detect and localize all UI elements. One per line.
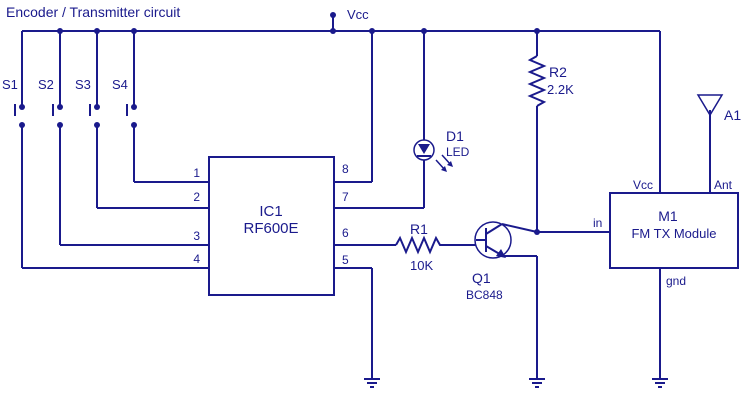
r2-value: 2.2K xyxy=(547,82,574,97)
module-m1-body xyxy=(609,192,739,269)
ic1-part: RF600E xyxy=(243,220,298,237)
module-vcc-label: Vcc xyxy=(633,178,653,192)
resistor-r1 xyxy=(395,235,476,255)
ground-symbol-module xyxy=(652,378,668,388)
ic1-pin-1: 1 xyxy=(193,166,200,180)
module-in-label: in xyxy=(593,216,602,230)
q1-ref: Q1 xyxy=(472,270,491,286)
led-value: LED xyxy=(446,145,470,159)
diagram-title: Encoder / Transmitter circuit xyxy=(6,4,180,20)
module-gnd-label: gnd xyxy=(666,274,686,288)
antenna-ref: A1 xyxy=(724,107,741,123)
ic-left-wires xyxy=(22,181,209,269)
vcc-label: Vcc xyxy=(347,7,369,22)
ic1-body xyxy=(208,156,335,296)
ic1-pin-7: 7 xyxy=(342,190,349,204)
ground-symbol-ic xyxy=(364,378,380,388)
switch-s3 xyxy=(89,31,100,208)
module-name: FM TX Module xyxy=(631,226,716,241)
switch-label-s4: S4 xyxy=(112,77,128,92)
led-d1 xyxy=(413,139,453,172)
r1-value: 10K xyxy=(410,258,433,273)
q1-value: BC848 xyxy=(466,288,503,302)
ic1-ref: IC1 xyxy=(259,203,282,220)
ic-right-wires xyxy=(334,31,425,378)
resistor-r2 xyxy=(527,31,547,235)
ic1-pin-2: 2 xyxy=(193,190,200,204)
ground-symbol-q1 xyxy=(529,378,545,388)
ic1-pin-5: 5 xyxy=(342,253,349,267)
switch-s1 xyxy=(14,31,25,268)
switch-s4 xyxy=(126,31,137,182)
switch-label-s2: S2 xyxy=(38,77,54,92)
ic1-pin-4: 4 xyxy=(193,252,200,266)
antenna-a1 xyxy=(696,94,724,193)
ic1-pin-6: 6 xyxy=(342,226,349,240)
module-ref: M1 xyxy=(658,208,678,224)
switch-s2 xyxy=(52,31,63,245)
ic1-pin-3: 3 xyxy=(193,229,200,243)
module-ant-label: Ant xyxy=(714,178,733,192)
switch-label-s3: S3 xyxy=(75,77,91,92)
r1-ref: R1 xyxy=(410,221,428,237)
ic1-pin-8: 8 xyxy=(342,162,349,176)
r2-ref: R2 xyxy=(549,64,567,80)
transistor-q1 xyxy=(474,221,538,259)
switch-label-s1: S1 xyxy=(2,77,18,92)
led-ref: D1 xyxy=(446,128,464,144)
